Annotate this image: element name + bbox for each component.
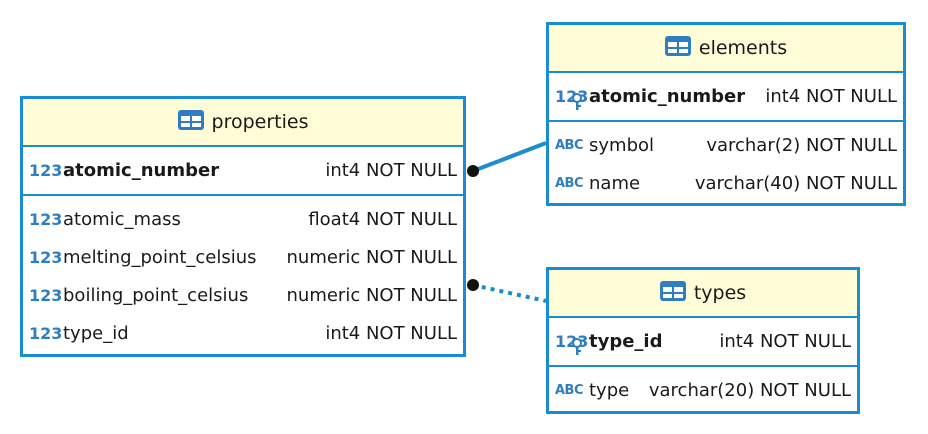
text-type-icon: ABC xyxy=(555,137,584,153)
column-row[interactable]: 123 boiling_point_celsius numeric NOT NU… xyxy=(29,276,457,314)
numeric-type-icon: 123 xyxy=(29,285,63,305)
table-icon xyxy=(664,35,691,61)
column-type: int4 NOT NULL xyxy=(325,159,457,181)
table-icon xyxy=(659,280,686,306)
relation-properties-types xyxy=(472,283,547,303)
column-row[interactable]: 123 atomic_mass float4 NOT NULL xyxy=(29,200,457,238)
column-name: atomic_number xyxy=(589,85,746,107)
column-row[interactable]: ABC name varchar(40) NOT NULL xyxy=(555,164,897,202)
column-name: name xyxy=(589,172,641,194)
entity-title: properties xyxy=(211,111,309,133)
column-section: 123 atomic_mass float4 NOT NULL 123 melt… xyxy=(23,196,463,352)
column-name: type_id xyxy=(63,322,129,344)
column-row[interactable]: 123 type_id int4 NOT NULL xyxy=(555,322,851,360)
column-type: int4 NOT NULL xyxy=(765,85,897,107)
table-icon xyxy=(177,109,204,135)
column-type: int4 NOT NULL xyxy=(719,330,851,352)
numeric-type-icon: 123 xyxy=(29,323,63,343)
entity-elements[interactable]: elements 123 atomic_number int4 NOT NULL… xyxy=(546,22,906,206)
column-name: type_id xyxy=(589,330,663,352)
column-name: symbol xyxy=(589,134,655,156)
key-icon xyxy=(572,92,582,115)
entity-title: types xyxy=(693,282,747,304)
key-icon xyxy=(572,337,582,360)
column-section: ABC type varchar(20) NOT NULL xyxy=(549,367,857,409)
entity-header: elements xyxy=(549,25,903,73)
numeric-type-icon: 123 xyxy=(29,247,63,267)
numeric-type-icon: 123 xyxy=(29,209,63,229)
column-type: numeric NOT NULL xyxy=(286,246,458,268)
column-row[interactable]: 123 type_id int4 NOT NULL xyxy=(29,314,457,352)
numeric-type-icon: 123 xyxy=(555,332,589,355)
column-type: varchar(40) NOT NULL xyxy=(694,172,897,194)
relation-properties-elements xyxy=(472,141,547,173)
entity-header: types xyxy=(549,270,857,318)
column-row[interactable]: ABC symbol varchar(2) NOT NULL xyxy=(555,126,897,164)
column-name: atomic_mass xyxy=(63,208,181,230)
entity-properties[interactable]: properties 123 atomic_number int4 NOT NU… xyxy=(20,96,466,357)
key-section: 123 atomic_number int4 NOT NULL xyxy=(23,147,463,196)
entity-title: elements xyxy=(698,37,788,59)
numeric-type-icon: 123 xyxy=(29,160,63,180)
column-row[interactable]: 123 atomic_number int4 NOT NULL xyxy=(555,77,897,115)
key-section: 123 type_id int4 NOT NULL xyxy=(549,318,857,367)
column-type: varchar(20) NOT NULL xyxy=(648,379,851,401)
column-type: varchar(2) NOT NULL xyxy=(706,134,897,156)
entity-types[interactable]: types 123 type_id int4 NOT NULL ABC type… xyxy=(546,267,860,414)
key-section: 123 atomic_number int4 NOT NULL xyxy=(549,73,903,122)
text-type-icon: ABC xyxy=(555,175,584,191)
numeric-type-icon: 123 xyxy=(555,87,589,110)
relation-endpoint-solid xyxy=(467,165,479,177)
column-row[interactable]: ABC type varchar(20) NOT NULL xyxy=(555,371,851,409)
column-name: boiling_point_celsius xyxy=(63,284,249,306)
column-name: type xyxy=(589,379,630,401)
relation-endpoint-dotted xyxy=(467,279,479,291)
column-type: float4 NOT NULL xyxy=(308,208,457,230)
column-section: ABC symbol varchar(2) NOT NULL ABC name … xyxy=(549,122,903,202)
column-type: numeric NOT NULL xyxy=(286,284,458,306)
column-name: melting_point_celsius xyxy=(63,246,257,268)
text-type-icon: ABC xyxy=(555,382,584,398)
entity-header: properties xyxy=(23,99,463,147)
column-name: atomic_number xyxy=(63,159,220,181)
column-type: int4 NOT NULL xyxy=(325,322,457,344)
column-row[interactable]: 123 melting_point_celsius numeric NOT NU… xyxy=(29,238,457,276)
column-row[interactable]: 123 atomic_number int4 NOT NULL xyxy=(29,151,457,189)
